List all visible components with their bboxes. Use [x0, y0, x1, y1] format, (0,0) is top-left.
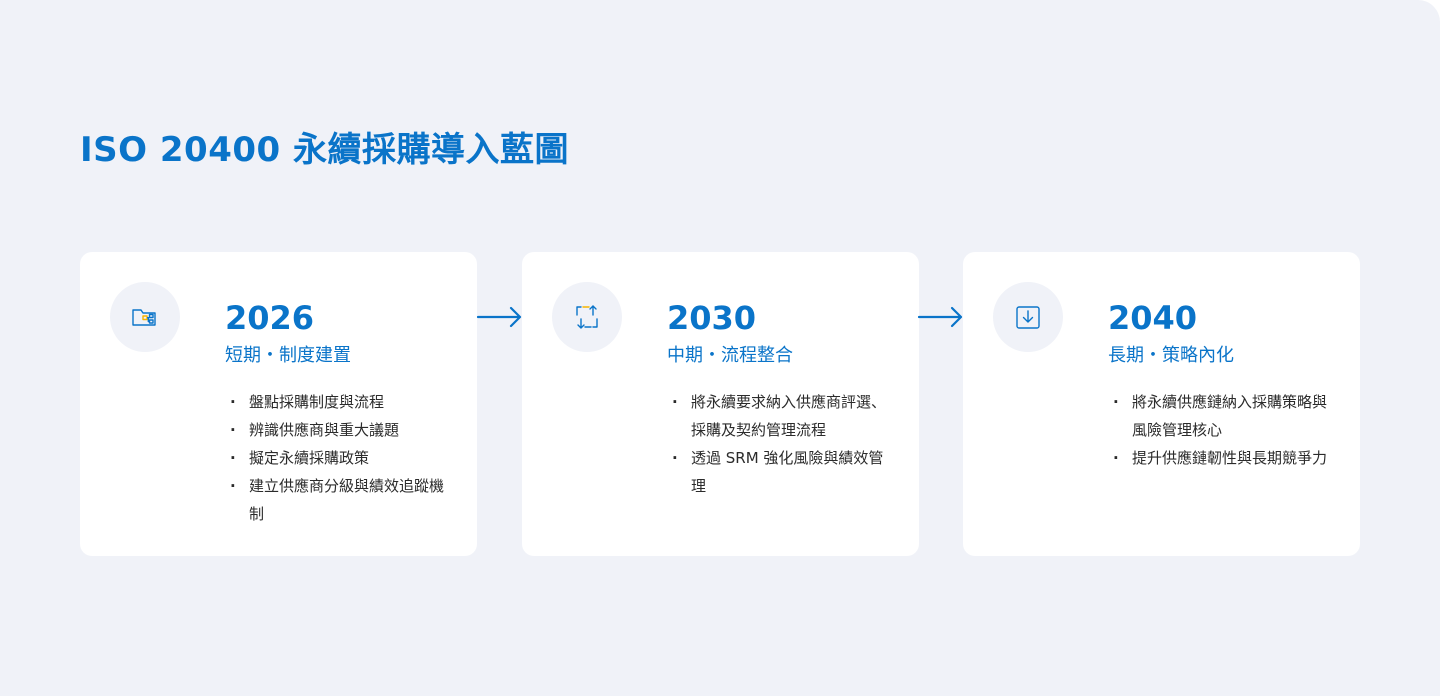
stage-card-2030: 2030 中期・流程整合 將永續要求納入供應商評選、採購及契約管理流程 透過 S… [522, 252, 919, 556]
stage-phase: 中期・流程整合 [667, 345, 793, 366]
page-title: ISO 20400 永續採購導入藍圖 [80, 130, 570, 170]
list-item: 擬定永續採購政策 [230, 444, 454, 472]
folder-network-icon [132, 309, 156, 326]
stage-card-2026: 2026 短期・制度建置 盤點採購制度與流程 辨識供應商與重大議題 擬定永續採購… [80, 252, 477, 556]
arrow-right-icon [476, 306, 522, 328]
list-item: 提升供應鏈韌性與長期競爭力 [1113, 444, 1337, 472]
stage-phase: 短期・制度建置 [225, 345, 351, 366]
stage-icon-container [110, 282, 180, 352]
arrow-right-icon [917, 306, 963, 328]
stage-icon-container [552, 282, 622, 352]
list-item: 將永續要求納入供應商評選、採購及契約管理流程 [672, 388, 896, 444]
list-item: 建立供應商分級與績效追蹤機制 [230, 472, 454, 528]
list-item: 將永續供應鏈納入採購策略與風險管理核心 [1113, 388, 1337, 444]
list-item: 辨識供應商與重大議題 [230, 416, 454, 444]
stage-card-2040: 2040 長期・策略內化 將永續供應鏈納入採購策略與風險管理核心 提升供應鏈韌性… [963, 252, 1360, 556]
stage-icon-container [993, 282, 1063, 352]
list-item: 透過 SRM 強化風險與績效管理 [672, 444, 896, 500]
stage-year: 2030 [667, 299, 757, 337]
stage-year: 2040 [1108, 299, 1198, 337]
stage-item-list: 將永續供應鏈納入採購策略與風險管理核心 提升供應鏈韌性與長期競爭力 [1113, 388, 1337, 472]
sync-arrows-icon [576, 305, 598, 329]
list-item: 盤點採購制度與流程 [230, 388, 454, 416]
stage-year: 2026 [225, 299, 315, 337]
stage-item-list: 將永續要求納入供應商評選、採購及契約管理流程 透過 SRM 強化風險與績效管理 [672, 388, 896, 500]
stage-item-list: 盤點採購制度與流程 辨識供應商與重大議題 擬定永續採購政策 建立供應商分級與績效… [230, 388, 454, 528]
stage-phase: 長期・策略內化 [1108, 345, 1234, 366]
download-tray-icon [1016, 306, 1040, 329]
